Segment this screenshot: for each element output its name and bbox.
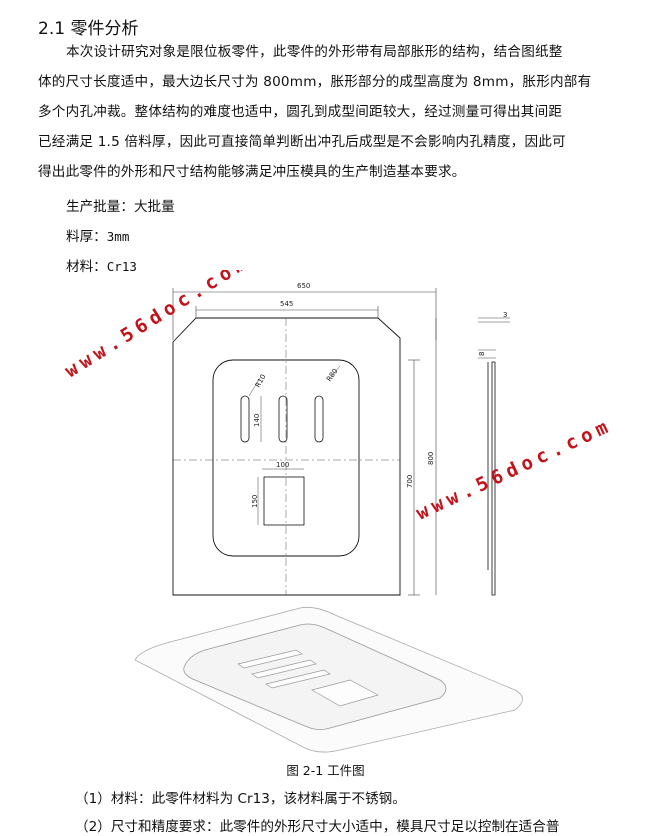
spec-material: 材料：Cr13 bbox=[66, 255, 137, 275]
watermark: www.56doc.com bbox=[61, 270, 254, 382]
isometric-view bbox=[134, 606, 523, 753]
spec-material-value: Cr13 bbox=[106, 259, 137, 274]
dim-radius-b: R80 bbox=[325, 367, 339, 383]
dim-radius-a: R10 bbox=[254, 373, 268, 389]
paragraph-line: 本次设计研究对象是限位板零件，此零件的外形带有局部胀形的结构，结合图纸整 bbox=[66, 44, 563, 60]
spec-batch: 生产批量：大批量 bbox=[66, 195, 175, 215]
dim-thickness: 3 bbox=[503, 311, 507, 319]
section-heading: 2.1 零件分析 bbox=[38, 19, 139, 39]
dim-overall-width: 650 bbox=[297, 282, 310, 290]
figure-caption: 图 2-1 工件图 bbox=[286, 763, 365, 778]
spec-batch-value: 大批量 bbox=[133, 199, 175, 215]
paragraph-line: 体的尺寸长度适中，最大边长尺寸为 800mm，胀形部分的成型高度为 8mm，胀形… bbox=[38, 74, 592, 90]
dim-body-height: 700 bbox=[406, 475, 414, 488]
dim-hole-height: 150 bbox=[251, 495, 259, 508]
dim-hole-width: 100 bbox=[276, 461, 289, 469]
dim-form-height: 8 bbox=[478, 352, 486, 356]
dim-slot-length: 140 bbox=[253, 414, 261, 427]
paragraph-line: 得出此零件的外形和尺寸结构能够满足冲压模具的生产制造基本要求。 bbox=[38, 164, 466, 180]
spec-thickness-label: 料厚： bbox=[66, 229, 107, 245]
dim-total-height: 800 bbox=[427, 452, 435, 465]
spec-material-label: 材料： bbox=[66, 259, 107, 275]
list-item: （1）材料：此零件材料为 Cr13，该材料属于不锈钢。 bbox=[75, 791, 406, 807]
spec-thickness: 料厚：3mm bbox=[66, 225, 129, 245]
watermark: www.56doc.com bbox=[413, 414, 616, 524]
list-item: （2）尺寸和精度要求：此零件的外形尺寸大小适中，模具尺寸足以控制在适合普 bbox=[75, 819, 560, 835]
dim-inner-width: 545 bbox=[280, 300, 293, 308]
paragraph-line: 已经满足 1.5 倍料厚，因此可直接简单判断出冲孔后成型是不会影响内孔精度，因此… bbox=[38, 134, 566, 150]
workpiece-drawing: 650 545 100 140 150 R10 R80 700 800 3 8 … bbox=[61, 270, 616, 753]
body-paragraph: 本次设计研究对象是限位板零件，此零件的外形带有局部胀形的结构，结合图纸整 体的尺… bbox=[38, 37, 628, 187]
spec-thickness-value: 3mm bbox=[106, 229, 130, 244]
paragraph-line: 多个内孔冲裁。整体结构的难度也适中，圆孔到成型间距较大，经过测量可得出其间距 bbox=[38, 104, 563, 120]
spec-batch-label: 生产批量： bbox=[66, 199, 134, 215]
